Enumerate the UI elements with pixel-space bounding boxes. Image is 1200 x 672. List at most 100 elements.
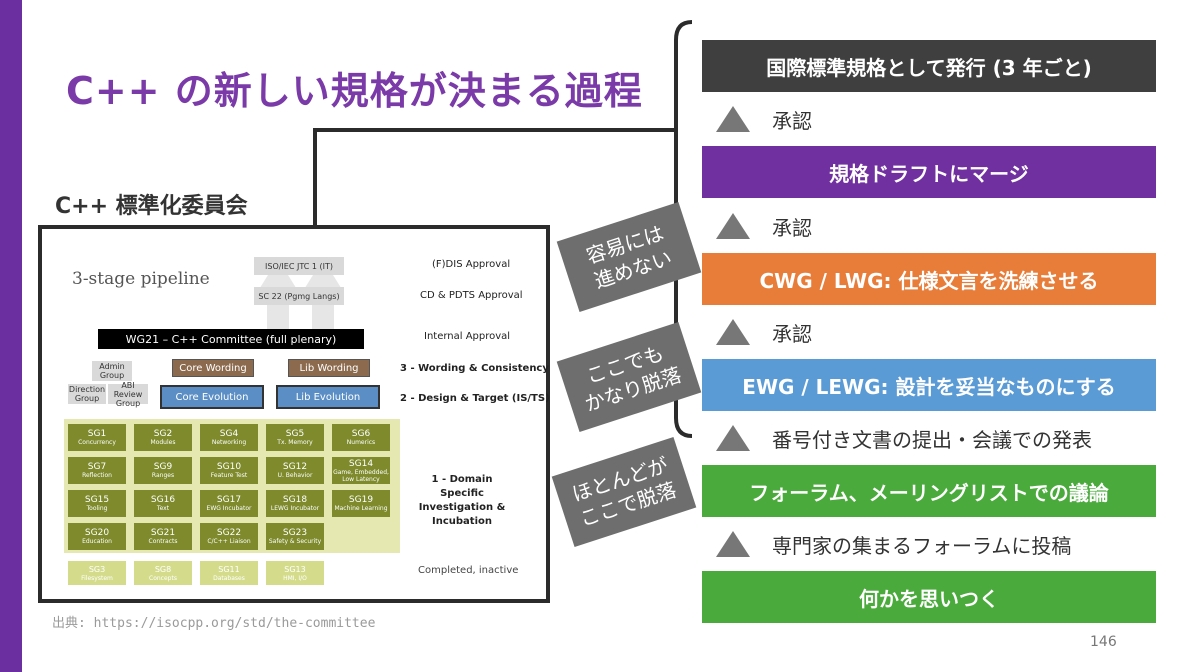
study-group-number: SG1: [87, 429, 107, 439]
study-group-number: SG7: [87, 462, 107, 472]
study-group-name: Concepts: [149, 574, 177, 582]
study-group-number: SG12: [282, 462, 308, 472]
page-number: 146: [1090, 634, 1117, 650]
fdis-approval-label: (F)DIS Approval: [432, 259, 511, 270]
committee-label: C++ 標準化委員会: [55, 194, 248, 219]
study-group-name: Game, Embedded, Low Latency: [333, 468, 389, 483]
study-group-name: Ranges: [151, 472, 175, 479]
study-group-number: SG8: [154, 564, 172, 574]
step-merge-draft: 規格ドラフトにマージ: [702, 146, 1156, 198]
study-group-name: U. Behavior: [277, 472, 313, 479]
study-group-number: SG18: [282, 495, 308, 505]
study-group-number: SG19: [348, 495, 374, 505]
study-group-name: Databases: [213, 574, 245, 582]
up-triangle-icon: [716, 425, 750, 451]
study-group-name: Networking: [211, 439, 247, 446]
step-cwg-lwg: CWG / LWG: 仕様文言を洗練させる: [702, 253, 1156, 305]
study-group-name: Feature Test: [210, 472, 248, 479]
study-group-name: Modules: [150, 439, 176, 446]
study-group-name: Concurrency: [78, 439, 116, 446]
study-group-name: Machine Learning: [334, 505, 388, 512]
study-group-number: SG6: [351, 429, 371, 439]
study-group-number: SG23: [282, 528, 308, 538]
study-group-number: SG22: [216, 528, 242, 538]
lib-evolution-box: Lib Evolution: [276, 385, 380, 409]
accent-bar: [0, 0, 22, 672]
up-triangle-icon: [716, 106, 750, 132]
study-group-number: SG11: [218, 564, 240, 574]
source-citation: 出典: https://isocpp.org/std/the-committee: [52, 616, 376, 631]
step-idea: 何かを思いつく: [702, 571, 1156, 623]
study-group-name: Tx. Memory: [277, 439, 313, 446]
study-group-name: Safety & Security: [268, 538, 322, 545]
domain-specific-label: 1 - Domain Specific Investigation & Incu…: [418, 474, 506, 527]
wording-consistency-label: 3 - Wording & Consistency: [400, 363, 549, 374]
study-group-name: Filesystem: [81, 574, 113, 582]
study-group-name: C/C++ Liaison: [207, 538, 251, 545]
admin-group: Admin Group: [92, 361, 132, 381]
study-group-name: Text: [156, 505, 170, 512]
study-group-name: Reflection: [82, 472, 112, 479]
study-group-number: SG16: [150, 495, 176, 505]
study-group-number: SG20: [84, 528, 110, 538]
abi-review-group: ABI Review Group: [108, 381, 148, 408]
arrow-approve-1: 承認: [716, 99, 812, 139]
study-group-number: SG17: [216, 495, 242, 505]
step-ewg-lewg: EWG / LEWG: 設計を妥当なものにする: [702, 359, 1156, 411]
step-publish: 国際標準規格として発行 (3 年ごと): [702, 40, 1156, 92]
study-group-number: SG3: [88, 564, 106, 574]
study-group-number: SG10: [216, 462, 242, 472]
study-group-number: SG5: [285, 429, 305, 439]
design-target-label: 2 - Design & Target (IS/TS): [400, 393, 550, 404]
study-group-number: SG9: [153, 462, 173, 472]
up-triangle-icon: [716, 319, 750, 345]
study-group-number: SG21: [150, 528, 176, 538]
study-group-number: SG15: [84, 495, 110, 505]
study-group-number: SG2: [153, 429, 173, 439]
cd-pdts-label: CD & PDTS Approval: [420, 290, 523, 301]
arrow-approve-3: 承認: [716, 312, 812, 352]
sc22-box: SC 22 (Pgmg Langs): [254, 287, 344, 305]
arrow-post-forum: 専門家の集まるフォーラムに投稿: [716, 524, 1071, 564]
wg21-box: WG21 – C++ Committee (full plenary): [98, 329, 364, 349]
study-group-name: Numerics: [346, 439, 376, 446]
study-group-number: SG4: [219, 429, 239, 439]
committee-diagram: 3-stage pipeline ISO/IEC JTC 1 (IT) SC 2…: [38, 225, 550, 603]
core-wording-box: Core Wording: [172, 359, 254, 377]
study-group-number: SG13: [284, 564, 306, 574]
study-group-name: HMI, I/O: [283, 574, 307, 582]
study-group-name: Contracts: [148, 538, 178, 545]
study-group-name: Tooling: [86, 505, 108, 512]
up-triangle-icon: [716, 531, 750, 557]
iso-box: ISO/IEC JTC 1 (IT): [254, 257, 344, 275]
lib-wording-box: Lib Wording: [288, 359, 370, 377]
study-group-name: LEWG Incubator: [270, 505, 320, 512]
arrow-approve-2: 承認: [716, 206, 812, 246]
study-group-name: EWG Incubator: [206, 505, 252, 512]
step-forum-discussion: フォーラム、メーリングリストでの議論: [702, 465, 1156, 517]
up-triangle-icon: [716, 213, 750, 239]
arrow-submit-paper: 番号付き文書の提出・会議での発表: [716, 418, 1092, 458]
direction-group: Direction Group: [68, 384, 106, 404]
